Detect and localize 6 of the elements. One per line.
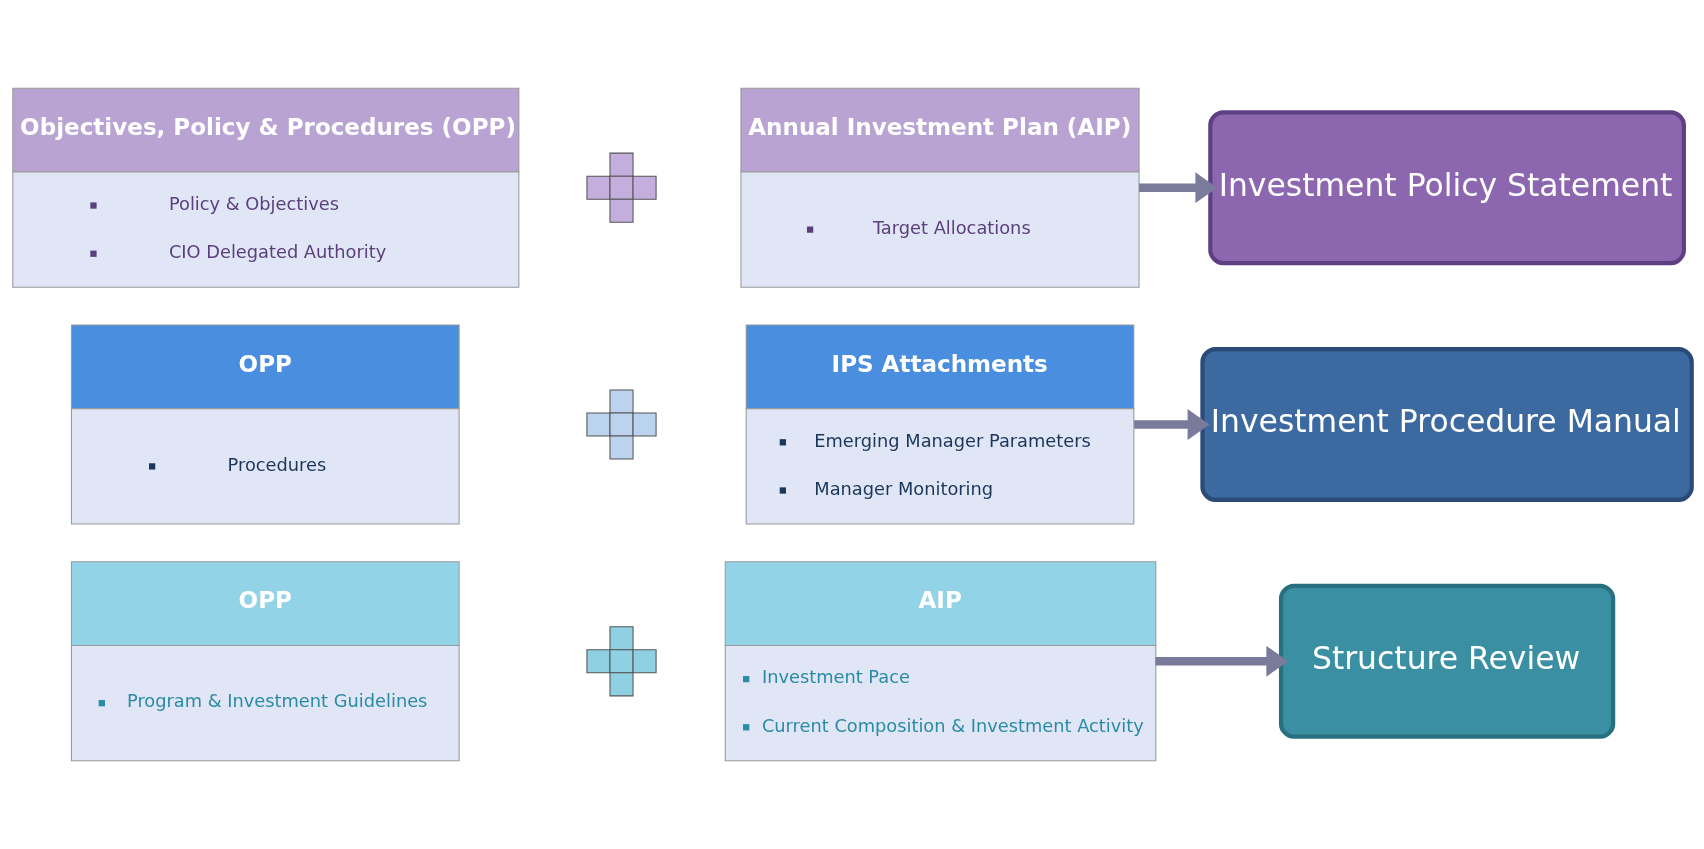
- arrow: [1155, 645, 1289, 677]
- arrow: [1139, 172, 1218, 204]
- arrow: [1134, 409, 1210, 440]
- node-box: Investment Policy Statement: [1208, 110, 1686, 266]
- node-box: Investment Procedure Manual: [1200, 346, 1694, 503]
- node-box: Structure Review: [1278, 583, 1616, 739]
